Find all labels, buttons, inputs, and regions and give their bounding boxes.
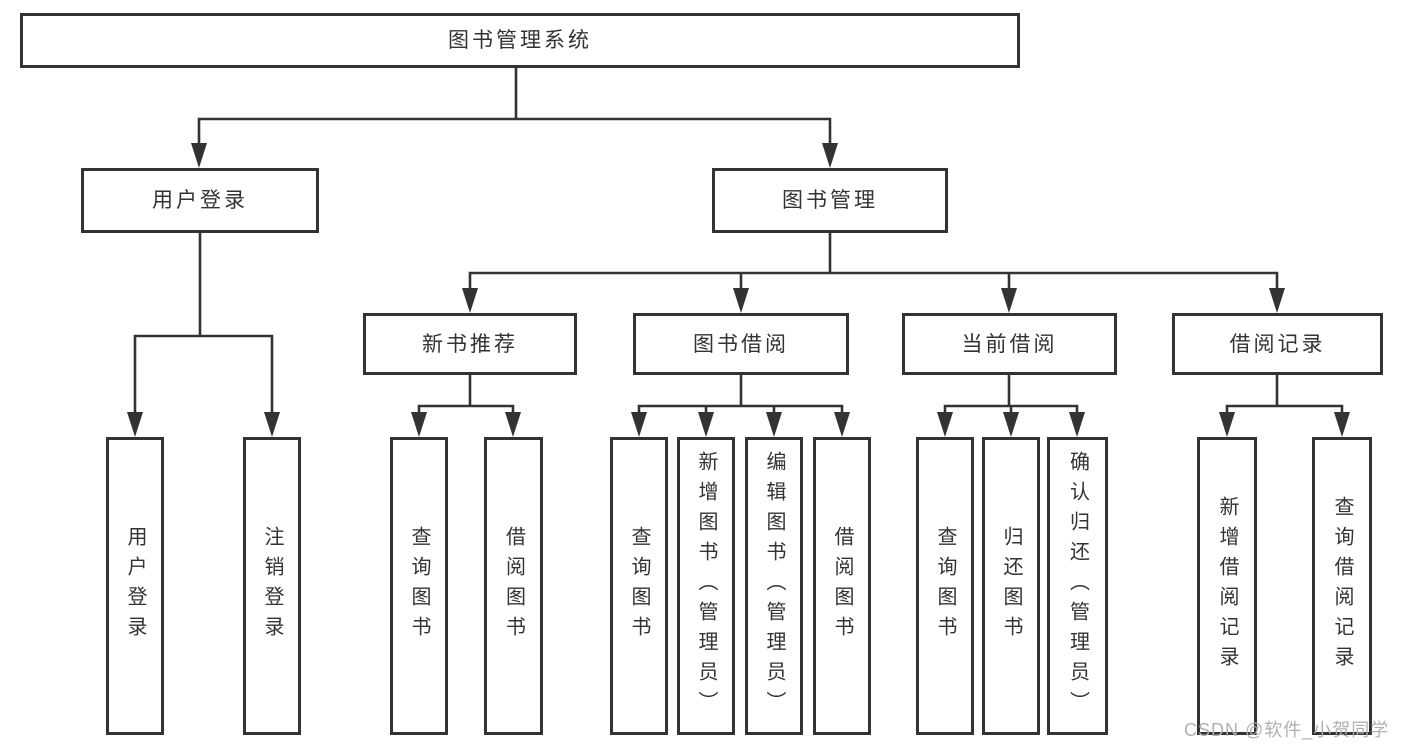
leaf-newrec-query-books: 查询图书: [390, 437, 448, 735]
node-book-borrowing: 图书借阅: [633, 313, 849, 375]
leaf-borrow-add-books-admin: 新增图书（管理员）: [677, 437, 735, 735]
leaf-user-login: 用户登录: [106, 437, 164, 735]
leaf-record-add-borrow-record: 新增借阅记录: [1197, 437, 1257, 735]
node-book-management: 图书管理: [712, 168, 948, 233]
leaf-current-return-books: 归还图书: [982, 437, 1040, 735]
leaf-record-query-borrow-record: 查询借阅记录: [1312, 437, 1372, 735]
leaf-current-query-books: 查询图书: [916, 437, 974, 735]
leaf-newrec-borrow-books: 借阅图书: [484, 437, 543, 735]
connector-paths: [133, 66, 1344, 417]
leaf-borrow-borrow-books: 借阅图书: [813, 437, 871, 735]
node-library-management-system: 图书管理系统: [20, 13, 1020, 68]
node-user-login: 用户登录: [81, 168, 319, 233]
node-borrowing-records: 借阅记录: [1172, 313, 1383, 375]
node-current-borrowing: 当前借阅: [902, 313, 1117, 375]
leaf-logout: 注销登录: [243, 437, 301, 735]
leaf-borrow-edit-books-admin: 编辑图书（管理员）: [745, 437, 803, 735]
watermark: CSDN @软件_小贺同学: [1184, 720, 1390, 740]
leaf-borrow-query-books: 查询图书: [610, 437, 668, 735]
arrowhead-icons: [127, 143, 1350, 437]
node-new-book-recommendation: 新书推荐: [363, 313, 577, 375]
leaf-current-confirm-return-admin: 确认归还（管理员）: [1047, 437, 1108, 735]
